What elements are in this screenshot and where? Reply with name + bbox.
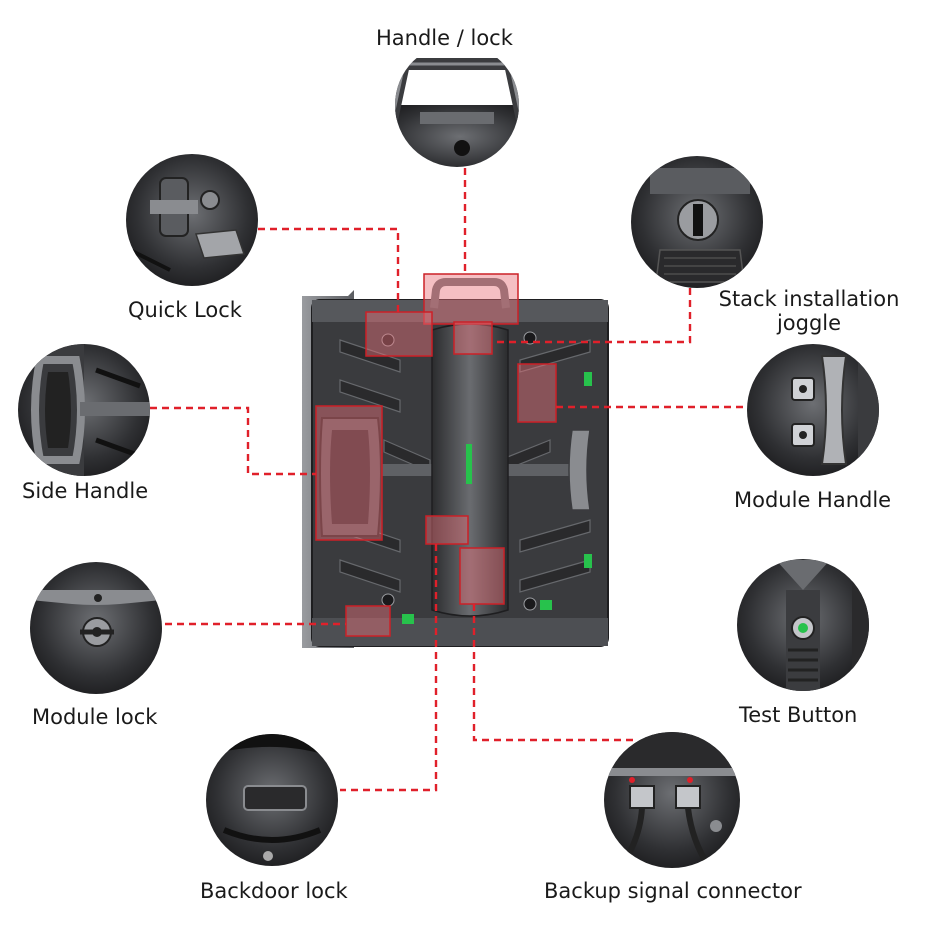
handle-lock-detail-icon (395, 43, 519, 167)
leader-backup-connector (472, 604, 636, 742)
highlight-backup-connector (459, 547, 505, 605)
backdoor-lock-detail-icon (206, 734, 338, 866)
cabinet-module-handle-bar (568, 429, 591, 511)
label-quick-lock: Quick Lock (128, 298, 242, 322)
label-backup-signal: Backup signal connector (544, 879, 802, 903)
green-lock-marker (540, 600, 552, 610)
highlight-boxes (315, 273, 557, 637)
module-handle-detail-icon (747, 344, 879, 476)
label-test-button: Test Button (739, 703, 858, 727)
highlight-backdoor-lock (425, 515, 469, 545)
module-lock-detail-icon (30, 562, 162, 694)
highlight-stack-joggle (453, 321, 493, 355)
label-module-lock: Module lock (32, 705, 158, 729)
label-handle-lock: Handle / lock (376, 26, 513, 50)
cabinet (302, 278, 609, 648)
cabinet-top-rail (312, 300, 608, 322)
spine-green-indicator (466, 444, 472, 484)
cabinet-side-handle-grip (330, 430, 370, 524)
leader-backdoor-lock (340, 544, 438, 792)
cabinet-top-handle (430, 278, 510, 309)
backup-connector-detail-icon (604, 732, 740, 868)
label-backdoor-lock: Backdoor lock (200, 879, 348, 903)
highlight-side-handle (315, 405, 383, 541)
green-lock-marker (402, 614, 414, 624)
cabinet-right-crossbar (504, 464, 574, 476)
stack-joggle-detail-icon (631, 156, 763, 288)
highlight-module-lock (345, 605, 391, 637)
leader-side-handle (150, 406, 316, 476)
label-side-handle: Side Handle (22, 479, 149, 503)
label-module-handle: Module Handle (734, 488, 892, 512)
leader-quick-lock (258, 227, 400, 312)
highlight-module-handle (517, 363, 557, 423)
leader-stack-joggle (492, 288, 692, 344)
highlight-handle-lock (423, 273, 519, 325)
test-button-detail-icon (737, 559, 869, 691)
cabinet-left-crossbar (380, 464, 436, 476)
green-lock-marker (584, 554, 592, 568)
quick-lock-detail-icon (126, 154, 258, 286)
cabinet-bottom-rail (312, 618, 608, 646)
leader-lines (150, 168, 747, 792)
label-stack-installation: Stack installation joggle (718, 287, 900, 335)
side-handle-detail-icon (18, 344, 150, 476)
green-lock-marker (584, 372, 592, 386)
highlight-quick-lock (365, 311, 433, 357)
